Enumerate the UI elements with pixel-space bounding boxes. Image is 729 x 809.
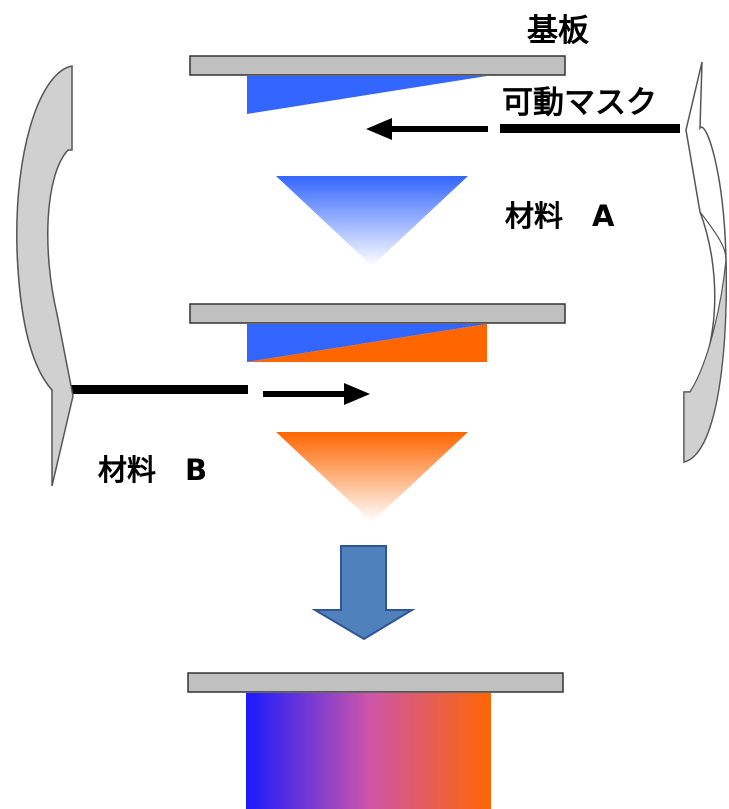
right-arrow-icon xyxy=(263,383,370,405)
down-arrow-icon xyxy=(311,545,416,641)
movable-mask-label: 可動マスク xyxy=(502,85,657,121)
left-arrow-icon xyxy=(366,118,488,140)
substrate-bottom xyxy=(187,672,564,693)
material-b-label: 材料 B xyxy=(98,453,208,487)
curved-arrow-icon xyxy=(683,61,727,463)
material-b-source xyxy=(276,432,468,522)
mask-bar-bottom xyxy=(68,385,248,394)
substrate-top xyxy=(189,55,566,76)
substrate-middle xyxy=(189,303,566,324)
curved-arrow-icon xyxy=(16,65,74,487)
mask-bar-top xyxy=(500,124,680,133)
material-b-layer xyxy=(247,324,487,362)
graded-film xyxy=(246,693,491,809)
material-a-wedge xyxy=(247,76,487,114)
substrate-label: 基板 xyxy=(527,13,589,49)
material-a-label: 材料 A xyxy=(505,199,615,233)
material-a-source xyxy=(276,176,468,266)
